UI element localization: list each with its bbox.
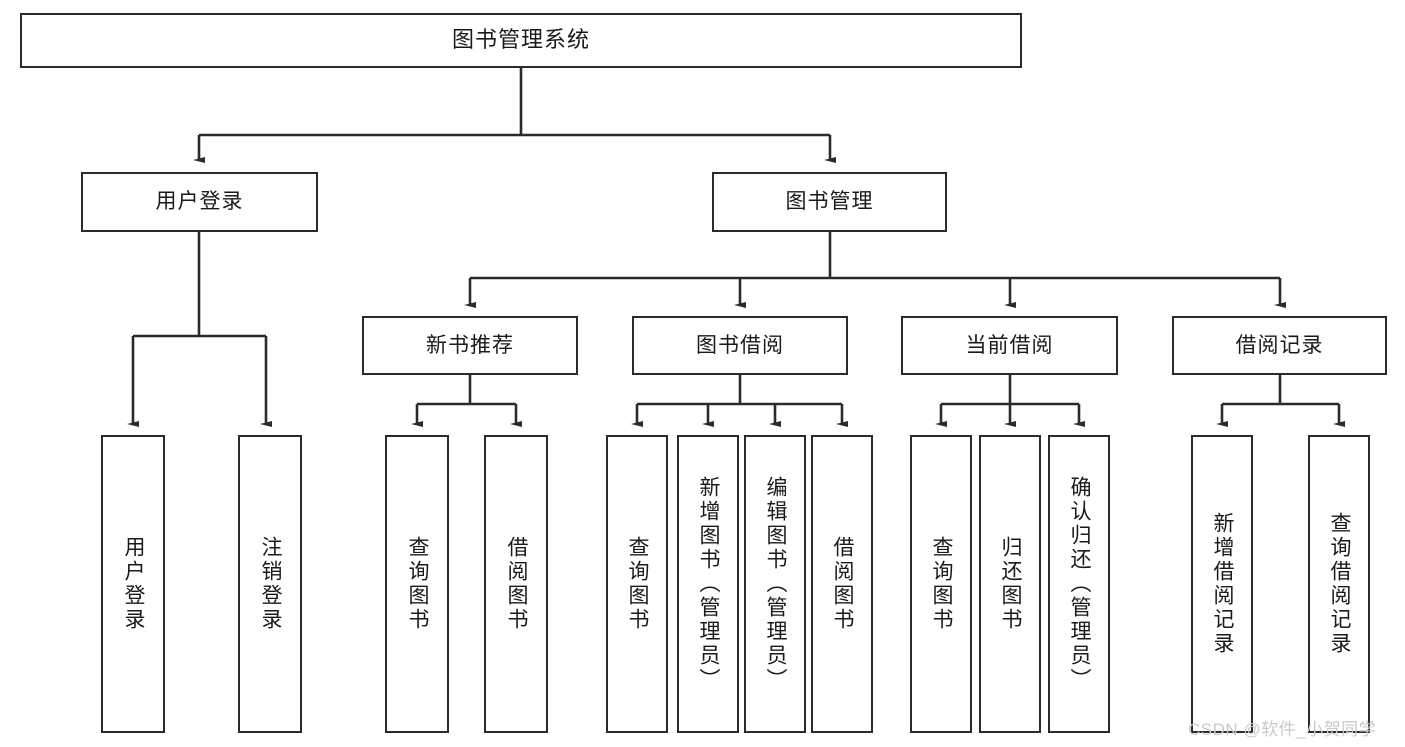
leaf-current-borrow-return-book[interactable]: 归还图书 (979, 435, 1041, 733)
node-label: 图书管理系统 (451, 27, 590, 53)
leaf-book-borrow-add-book-admin[interactable]: 新增图书（管理员） (677, 435, 739, 733)
node-label: 新增图书（管理员） (697, 476, 721, 692)
node-user-login[interactable]: 用户登录 (81, 172, 318, 232)
node-label: 新书推荐 (426, 333, 514, 357)
leaf-book-borrow-query-book[interactable]: 查询图书 (606, 435, 668, 733)
node-current-borrow[interactable]: 当前借阅 (901, 316, 1118, 375)
node-label: 用户登录 (155, 190, 244, 214)
node-label: 借阅记录 (1235, 333, 1324, 357)
leaf-user-login-signout[interactable]: 注销登录 (238, 435, 302, 733)
node-label: 归还图书 (999, 536, 1023, 632)
leaf-new-book-borrow-book[interactable]: 借阅图书 (484, 435, 548, 733)
node-label: 注销登录 (259, 536, 283, 632)
node-borrow-record[interactable]: 借阅记录 (1172, 316, 1387, 375)
node-label: 查询借阅记录 (1328, 512, 1352, 656)
node-label: 图书借阅 (696, 333, 784, 357)
node-label: 借阅图书 (505, 536, 529, 632)
leaf-book-borrow-borrow-book[interactable]: 借阅图书 (811, 435, 873, 733)
node-label: 查询图书 (930, 536, 954, 632)
leaf-borrow-record-query-record[interactable]: 查询借阅记录 (1308, 435, 1370, 733)
node-label: 编辑图书（管理员） (764, 476, 788, 692)
node-label: 查询图书 (406, 536, 430, 632)
leaf-current-borrow-query-book[interactable]: 查询图书 (910, 435, 972, 733)
leaf-borrow-record-add-record[interactable]: 新增借阅记录 (1191, 435, 1253, 733)
leaf-book-borrow-edit-book-admin[interactable]: 编辑图书（管理员） (744, 435, 806, 733)
leaf-current-borrow-confirm-return-admin[interactable]: 确认归还（管理员） (1048, 435, 1110, 733)
node-label: 当前借阅 (965, 333, 1054, 357)
node-root-book-management-system[interactable]: 图书管理系统 (20, 13, 1022, 68)
csdn-watermark: CSDN @软件_小贺同学 (1188, 720, 1377, 739)
node-book-borrow[interactable]: 图书借阅 (632, 316, 848, 375)
node-label: 图书管理 (785, 190, 874, 214)
node-label: 用户登录 (122, 536, 146, 632)
leaf-user-login-signin[interactable]: 用户登录 (101, 435, 165, 733)
node-label: 确认归还（管理员） (1068, 476, 1092, 692)
leaf-new-book-query-book[interactable]: 查询图书 (385, 435, 449, 733)
node-label: 查询图书 (626, 536, 650, 632)
node-label: 借阅图书 (831, 536, 855, 632)
node-label: 新增借阅记录 (1211, 512, 1235, 656)
node-new-book-recommend[interactable]: 新书推荐 (362, 316, 578, 375)
node-book-management[interactable]: 图书管理 (712, 172, 947, 232)
